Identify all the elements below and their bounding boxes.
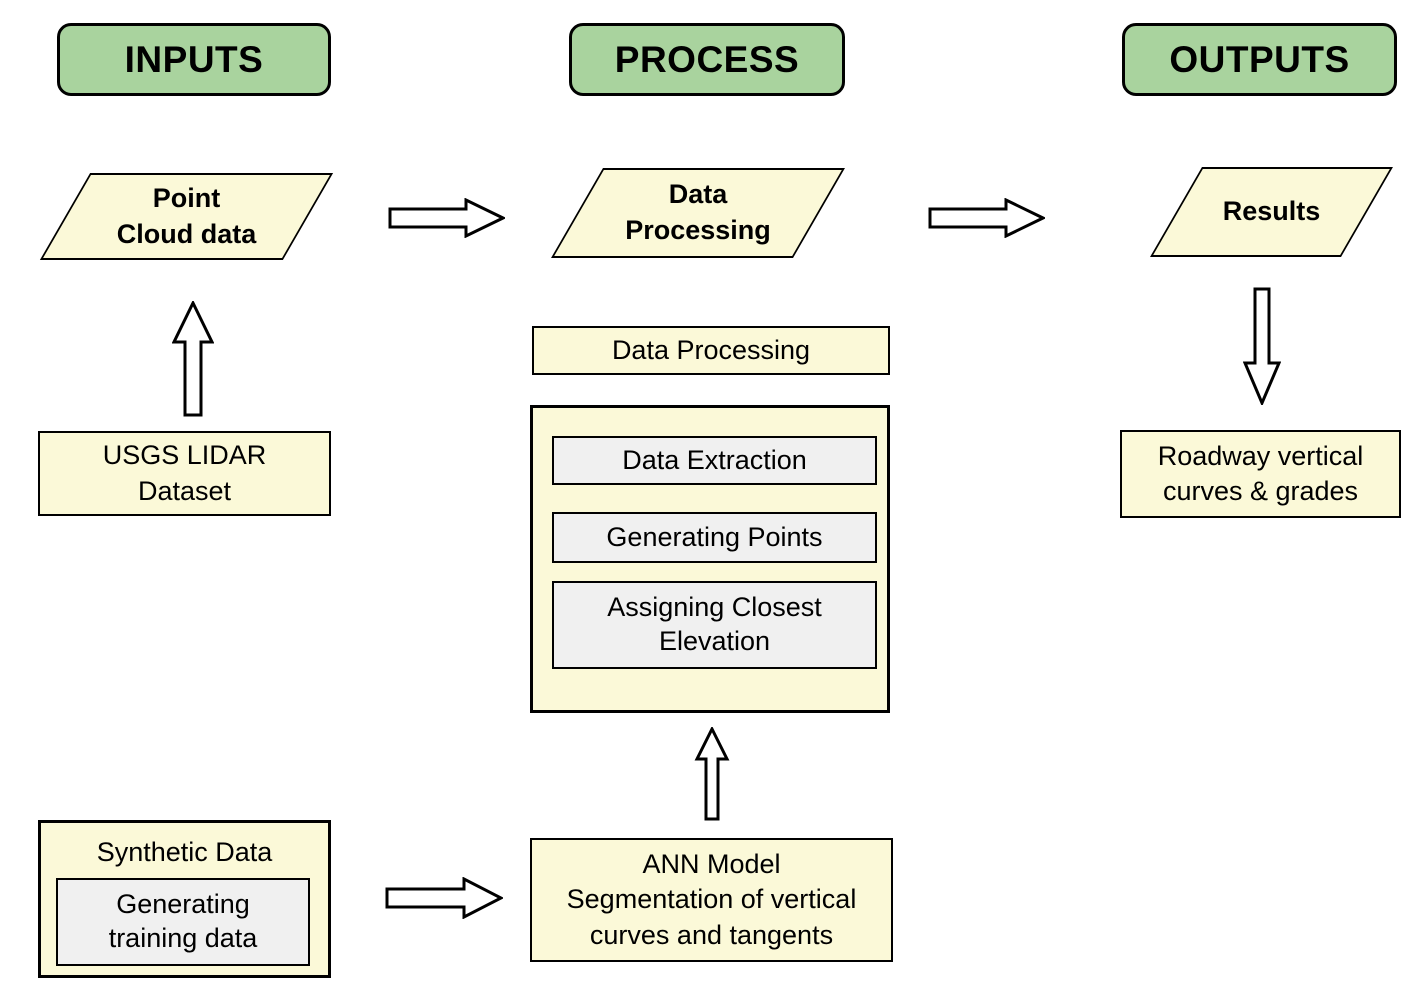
step-data-extraction: Data Extraction (552, 436, 877, 485)
point-cloud-data-label: Point Cloud data (116, 182, 257, 249)
box-data-processing-label: Data Processing (532, 326, 890, 375)
step-assigning-closest-elevation: Assigning Closest Elevation (552, 581, 877, 669)
data-processing-para-label: Data Processing (625, 179, 771, 245)
container-data-processing: Data Extraction Generating Points Assign… (530, 405, 890, 713)
header-outputs: OUTPUTS (1122, 23, 1397, 96)
container-synthetic-data: Synthetic Data Generating training data (38, 820, 331, 978)
header-inputs: INPUTS (57, 23, 331, 96)
arrow-right-icon (385, 877, 503, 919)
arrow-up-icon (172, 301, 214, 417)
arrow-down-icon (1243, 287, 1281, 405)
synthetic-data-label: Synthetic Data (96, 836, 273, 867)
arrow-right-icon (928, 198, 1045, 238)
box-usgs-lidar-dataset: USGS LIDAR Dataset (38, 431, 331, 516)
arrow-right-icon (388, 198, 505, 238)
parallelogram-results: Results (1150, 167, 1393, 257)
box-roadway-vertical-curves: Roadway vertical curves & grades (1120, 430, 1401, 518)
results-label: Results (1222, 196, 1321, 227)
step-generating-training-data: Generating training data (56, 878, 310, 966)
box-ann-model: ANN Model Segmentation of vertical curve… (530, 838, 893, 962)
parallelogram-point-cloud-data: Point Cloud data (39, 173, 334, 260)
header-process: PROCESS (569, 23, 845, 96)
arrow-up-icon (694, 727, 730, 821)
parallelogram-data-processing: Data Processing (551, 168, 845, 258)
step-generating-points: Generating Points (552, 512, 877, 563)
